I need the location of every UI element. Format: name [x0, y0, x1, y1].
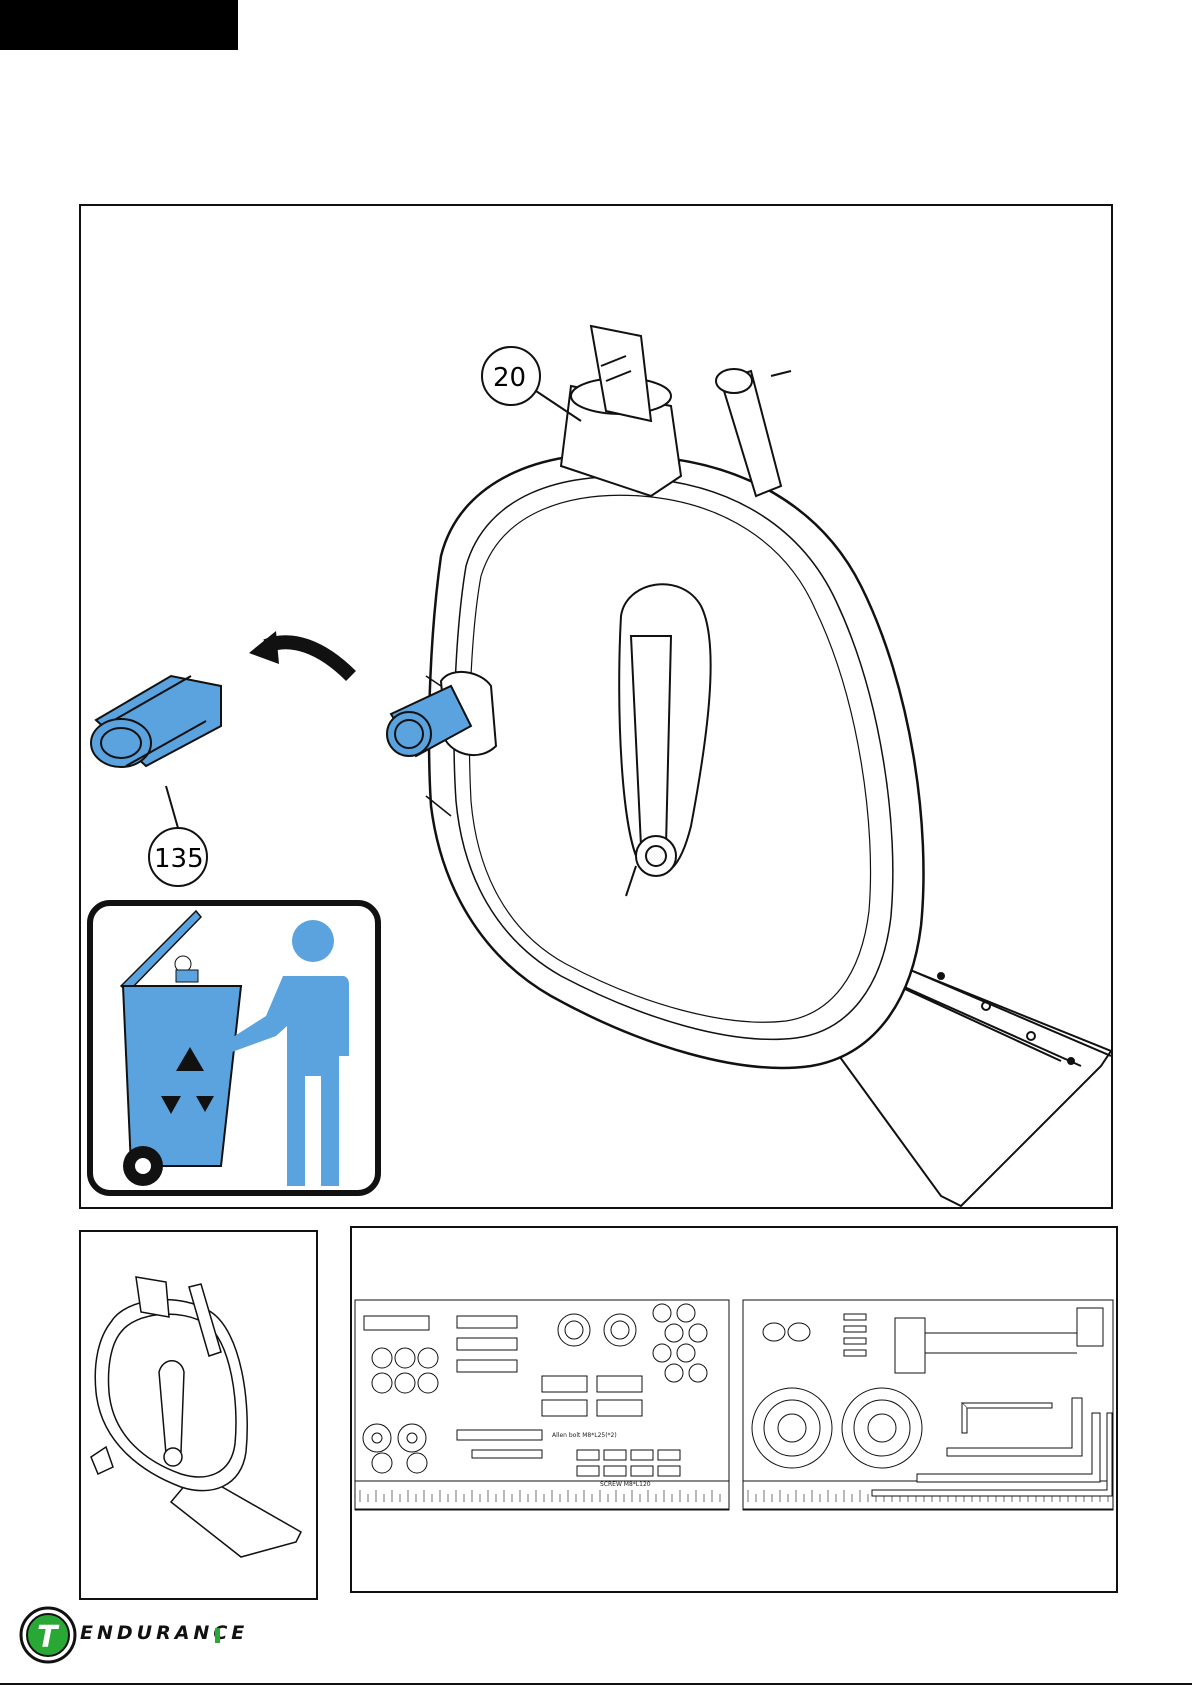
brand-accent-bar — [215, 1628, 220, 1643]
exploded-view-drawing: 20 135 — [81, 206, 1111, 1207]
brand-logo-letter: T — [37, 1620, 60, 1655]
callout-20-label: 20 — [493, 363, 526, 393]
assembly-figure: 20 135 — [79, 204, 1113, 1209]
callout-135-label: 135 — [154, 844, 204, 874]
assembled-bike-thumbnail — [81, 1232, 316, 1598]
overview-thumbnail — [79, 1230, 318, 1600]
brand-name: ENDURANCE — [80, 1622, 248, 1644]
hardware-pack-panel: Allen bolt M8*L25(*2) SCREW M8*L120 — [350, 1226, 1118, 1593]
recycle-disposal-icon — [90, 903, 378, 1193]
hardware-label-screw: SCREW M8*L120 — [600, 1481, 651, 1488]
header-tab — [0, 0, 238, 50]
hardware-label-bolt: Allen bolt M8*L25(*2) — [552, 1432, 617, 1439]
end-cap-removed — [91, 676, 221, 767]
hardware-card-left — [355, 1300, 729, 1510]
seat-post-tube — [561, 326, 681, 496]
hardware-pack-drawing: Allen bolt M8*L25(*2) SCREW M8*L120 — [352, 1228, 1116, 1591]
hardware-card-right — [743, 1300, 1113, 1510]
brand-logo-icon: T — [18, 1605, 78, 1665]
removal-arrow — [249, 631, 351, 676]
